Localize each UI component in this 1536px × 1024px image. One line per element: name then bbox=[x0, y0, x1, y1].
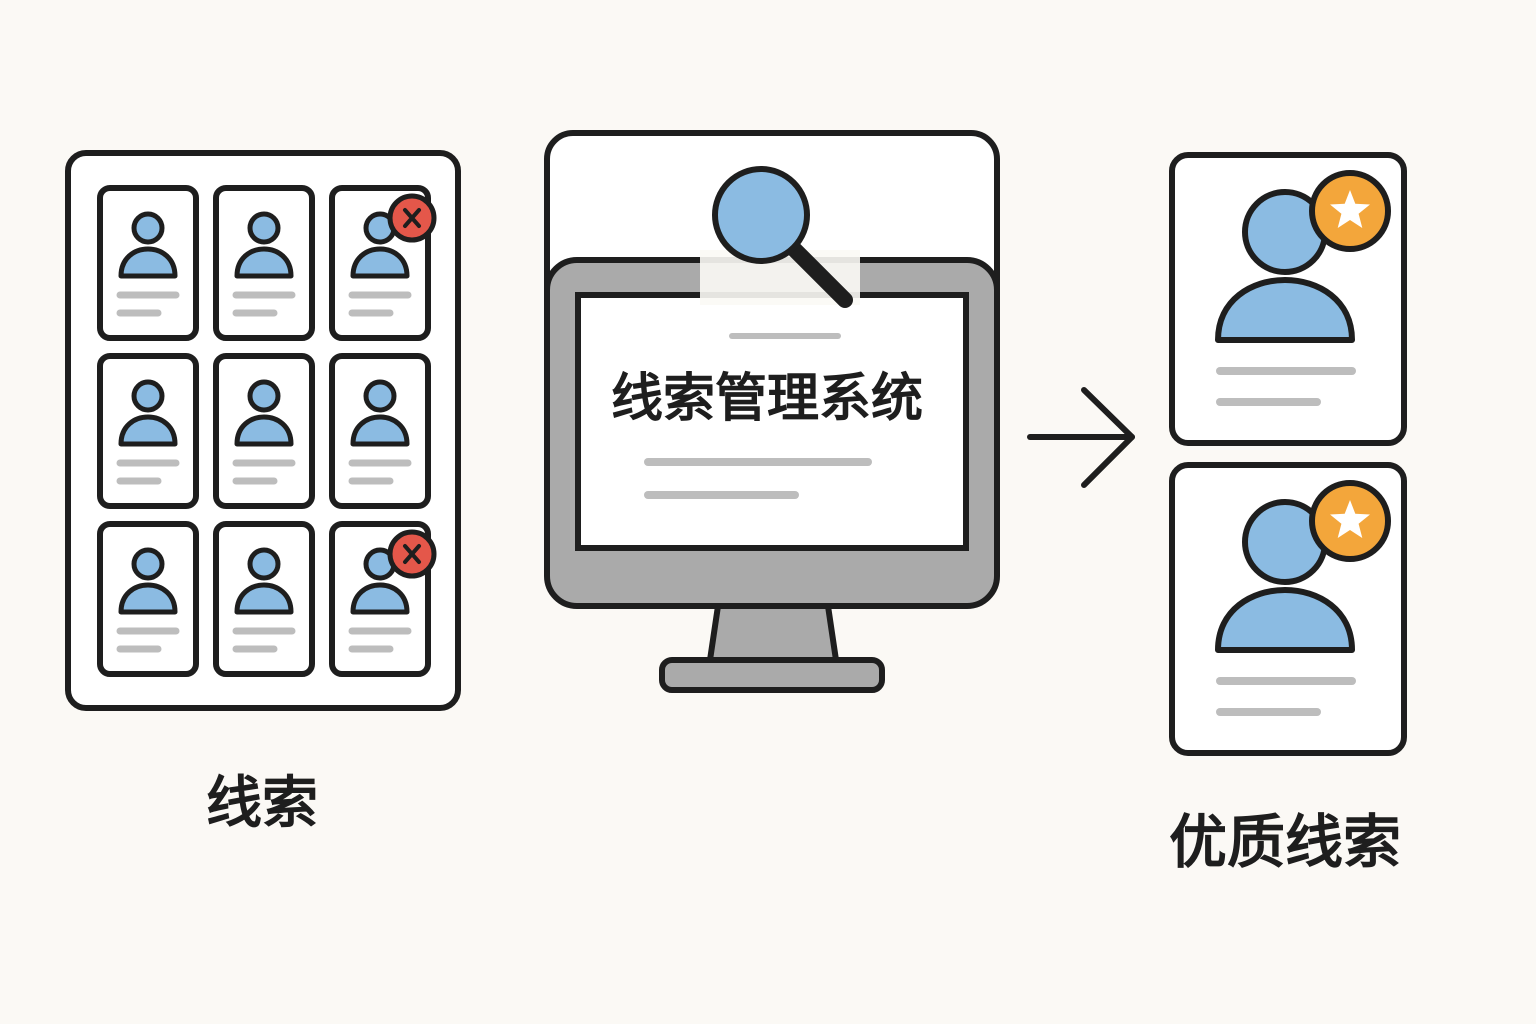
lead-card bbox=[329, 353, 431, 509]
quality-lead-card bbox=[1169, 462, 1407, 756]
person-icon bbox=[350, 547, 410, 615]
person-icon bbox=[1215, 189, 1355, 343]
person-icon bbox=[118, 379, 178, 447]
lead-management-system: 线索管理系统 bbox=[544, 130, 1000, 693]
lead-card bbox=[97, 185, 199, 341]
lead-card-grid bbox=[97, 185, 437, 677]
reject-badge-icon bbox=[387, 529, 437, 579]
person-icon bbox=[234, 211, 294, 279]
person-icon bbox=[118, 547, 178, 615]
leads-label: 线索 bbox=[206, 771, 318, 836]
quality-leads-label: 优质线索 bbox=[1169, 808, 1401, 876]
quality-lead-card bbox=[1169, 152, 1407, 446]
lead-card bbox=[329, 521, 437, 677]
monitor-base bbox=[659, 657, 885, 693]
lead-card bbox=[213, 353, 315, 509]
person-icon bbox=[234, 379, 294, 447]
person-icon bbox=[350, 379, 410, 447]
person-icon bbox=[234, 547, 294, 615]
lead-card bbox=[97, 521, 199, 677]
lead-card bbox=[329, 185, 437, 341]
monitor-stand bbox=[706, 603, 840, 663]
system-title: 线索管理系统 bbox=[611, 369, 923, 429]
star-badge-icon bbox=[1309, 170, 1391, 252]
star-badge-icon bbox=[1309, 480, 1391, 562]
lead-card bbox=[213, 521, 315, 677]
arrow-right-icon bbox=[1027, 387, 1135, 488]
reject-badge-icon bbox=[387, 193, 437, 243]
leads-panel bbox=[65, 150, 461, 711]
magnifier-icon bbox=[712, 166, 853, 308]
person-icon bbox=[1215, 499, 1355, 653]
quality-leads-panel bbox=[1169, 152, 1407, 756]
person-icon bbox=[118, 211, 178, 279]
lead-card bbox=[213, 185, 315, 341]
lead-card bbox=[97, 353, 199, 509]
